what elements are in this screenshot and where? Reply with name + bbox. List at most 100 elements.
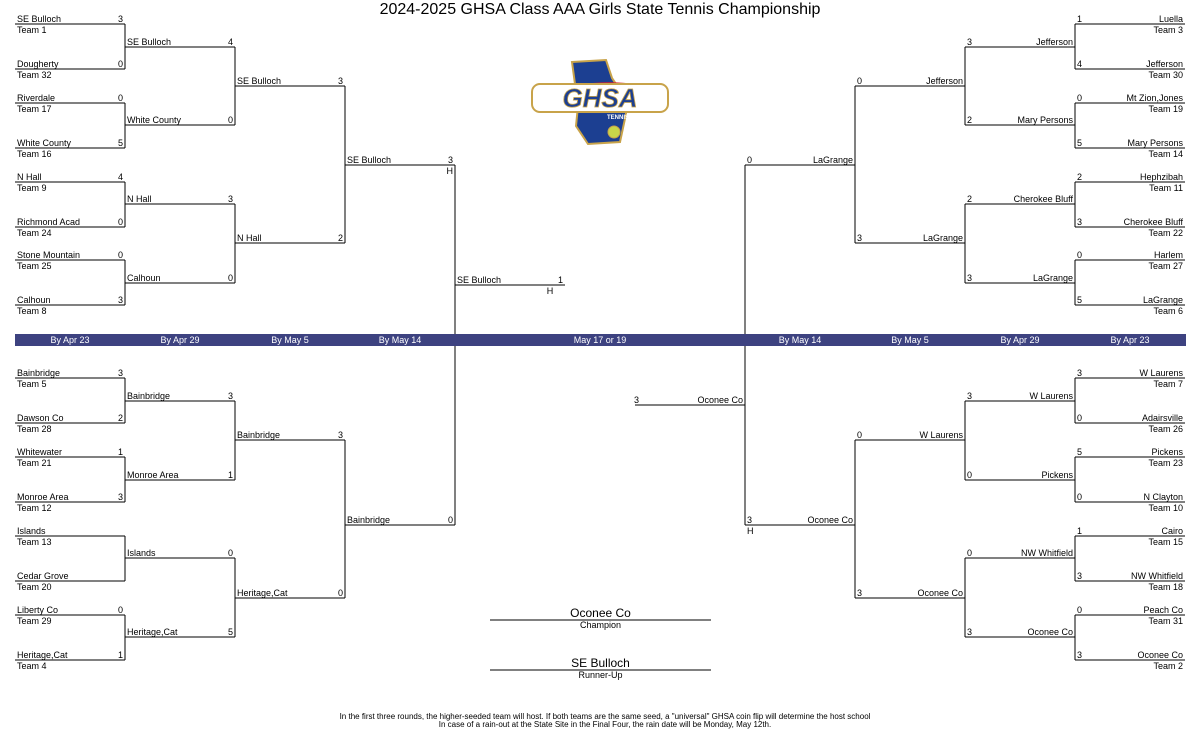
seed-team-name: Adairsville — [1141, 413, 1183, 423]
round2-team: W Laurens — [1029, 391, 1073, 401]
seed-team-name: Hephzibah — [1139, 172, 1183, 182]
champion-label: Champion — [579, 620, 622, 630]
round3-team: Oconee Co — [917, 588, 963, 598]
match-score: 4 — [1077, 59, 1083, 69]
match-score: 3 — [1077, 368, 1083, 378]
seed-team-number: Team 29 — [17, 616, 52, 626]
match-score: 0 — [117, 59, 123, 69]
round2-team: Islands — [127, 548, 156, 558]
seed-team-number: Team 26 — [1148, 424, 1183, 434]
match-score: 3 — [747, 515, 753, 525]
seed-team-number: Team 17 — [17, 104, 52, 114]
round3-team: SE Bulloch — [237, 76, 282, 86]
round3-team: LaGrange — [922, 233, 963, 243]
match-score: 0 — [857, 430, 863, 440]
match-score: 5 — [1077, 447, 1083, 457]
seed-team-number: Team 30 — [1148, 70, 1183, 80]
match-score: 3 — [337, 76, 343, 86]
match-score: 0 — [1077, 605, 1083, 615]
seed-team-number: Team 12 — [17, 503, 52, 513]
seed-team-number: Team 11 — [1149, 183, 1183, 193]
round2-team: Oconee Co — [1027, 627, 1073, 637]
seed-team-number: Team 7 — [1153, 379, 1183, 389]
match-score: 3 — [967, 391, 973, 401]
match-score: 4 — [117, 172, 123, 182]
seed-team-number: Team 4 — [17, 661, 47, 671]
seed-team-name: Bainbridge — [17, 368, 61, 378]
match-score: 2 — [117, 413, 123, 423]
champion-name: Oconee Co — [570, 606, 631, 620]
round2-team: Cherokee Bluff — [1013, 194, 1073, 204]
match-score: 0 — [227, 273, 233, 283]
seed-team-number: Team 27 — [1148, 261, 1183, 271]
round2-team: Bainbridge — [127, 391, 171, 401]
match-score: 5 — [227, 627, 233, 637]
seed-team-name: Mt Zion,Jones — [1126, 93, 1183, 103]
match-score: 3 — [227, 194, 233, 204]
seed-team-name: Dawson Co — [17, 413, 64, 423]
seed-team-name: Islands — [17, 526, 46, 536]
seed-team-number: Team 5 — [17, 379, 47, 389]
runner-up-name: SE Bulloch — [571, 656, 630, 670]
seed-team-name: White County — [17, 138, 72, 148]
seed-team-name: Stone Mountain — [17, 250, 81, 260]
match-score: 1 — [1077, 526, 1083, 536]
match-score: 3 — [857, 588, 863, 598]
round-date-band — [15, 334, 1186, 346]
footer-note-2: In case of a rain-out at the State Site … — [438, 720, 772, 729]
runner-up-label: Runner-Up — [578, 670, 623, 680]
match-score: 3 — [117, 492, 123, 502]
round3-team: Jefferson — [926, 76, 963, 86]
match-score: 1 — [557, 275, 563, 285]
match-score: 0 — [117, 250, 123, 260]
round2-team: N Hall — [127, 194, 152, 204]
host-marker: H — [546, 286, 554, 296]
seed-team-number: Team 9 — [17, 183, 47, 193]
round-label-r2: By Apr 29 — [1000, 335, 1040, 345]
round-label-l3: By May 5 — [271, 335, 309, 345]
seed-team-name: Jefferson — [1146, 59, 1183, 69]
seed-team-number: Team 20 — [17, 582, 52, 592]
match-score: 0 — [117, 217, 123, 227]
round2-team: Jefferson — [1036, 37, 1073, 47]
seed-team-name: Cairo — [1161, 526, 1183, 536]
match-score: 0 — [857, 76, 863, 86]
seed-team-name: N Hall — [17, 172, 42, 182]
finalist-team: SE Bulloch — [457, 275, 502, 285]
round4-team: LaGrange — [812, 155, 853, 165]
match-score: 0 — [117, 93, 123, 103]
seed-team-name: Luella — [1158, 14, 1183, 24]
seed-team-number: Team 16 — [17, 149, 52, 159]
seed-team-name: Pickens — [1151, 447, 1183, 457]
seed-team-name: Liberty Co — [17, 605, 59, 615]
round2-team: LaGrange — [1032, 273, 1073, 283]
match-score: 0 — [967, 470, 973, 480]
seed-team-name: Cedar Grove — [17, 571, 69, 581]
match-score: 1 — [227, 470, 233, 480]
seed-team-number: Team 1 — [17, 25, 47, 35]
seed-team-name: N Clayton — [1143, 492, 1183, 502]
round4-team: Oconee Co — [807, 515, 853, 525]
match-score: 5 — [117, 138, 123, 148]
round-label-r1: By Apr 23 — [1110, 335, 1150, 345]
match-score: 1 — [117, 447, 123, 457]
match-score: 4 — [227, 37, 233, 47]
match-score: 3 — [1077, 571, 1083, 581]
seed-team-number: Team 22 — [1148, 228, 1183, 238]
match-score: 3 — [967, 37, 973, 47]
seed-team-name: Peach Co — [1143, 605, 1183, 615]
round3-team: W Laurens — [919, 430, 963, 440]
round4-team: Bainbridge — [347, 515, 391, 525]
seed-team-number: Team 19 — [1148, 104, 1183, 114]
match-score: 2 — [967, 194, 973, 204]
seed-team-name: Richmond Acad — [17, 217, 81, 227]
seed-team-number: Team 28 — [17, 424, 52, 434]
finalist-team: Oconee Co — [697, 395, 743, 405]
round2-team: SE Bulloch — [127, 37, 172, 47]
seed-team-number: Team 23 — [1148, 458, 1183, 468]
match-score: 3 — [337, 430, 343, 440]
match-score: 0 — [227, 115, 233, 125]
host-marker: H — [747, 526, 754, 536]
match-score: 0 — [1077, 250, 1083, 260]
match-score: 0 — [1077, 413, 1083, 423]
